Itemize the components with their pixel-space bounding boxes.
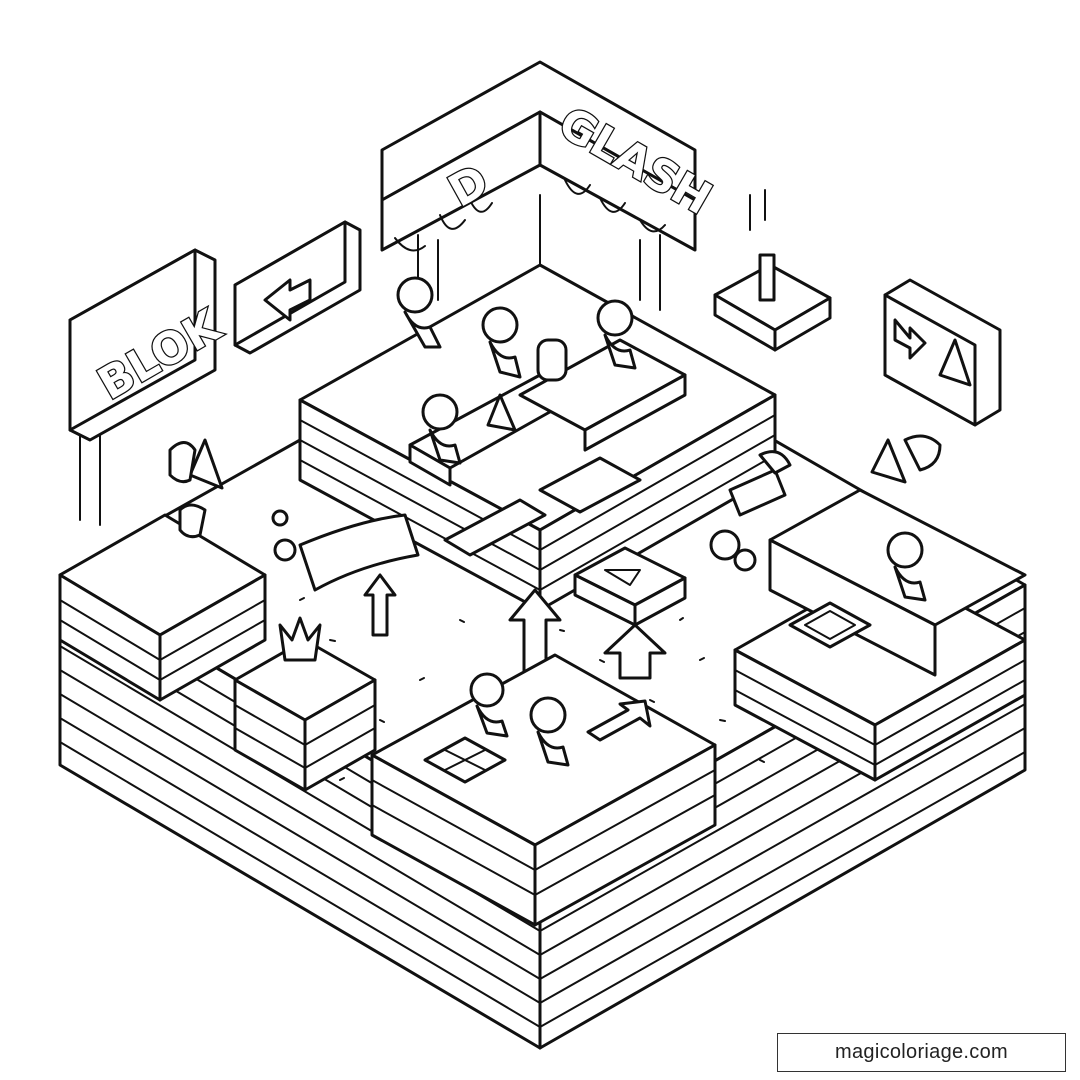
right-arrow-icon xyxy=(586,699,652,742)
arrow-tile xyxy=(573,546,687,627)
warning-triangle-icon xyxy=(870,438,907,484)
warning-triangle-icon xyxy=(188,438,224,490)
x-mark-icon xyxy=(423,736,507,784)
left-stack xyxy=(58,503,267,702)
crown-icon xyxy=(278,616,322,662)
character xyxy=(886,531,927,602)
character xyxy=(396,276,442,349)
slide-tube xyxy=(271,450,792,592)
character xyxy=(481,306,522,379)
character xyxy=(596,299,637,370)
blok-sign: BLOK xyxy=(68,248,232,442)
side-signs xyxy=(168,434,942,490)
left-arrow-icon xyxy=(263,278,312,322)
characters xyxy=(396,276,927,767)
up-arrow-icon xyxy=(363,573,397,637)
left-arrow-sign xyxy=(233,220,362,355)
character xyxy=(421,393,462,465)
top-sign: D GLASH xyxy=(380,60,721,252)
character xyxy=(536,338,568,382)
character xyxy=(469,672,509,738)
central-tower xyxy=(298,263,777,612)
character xyxy=(529,696,570,767)
right-arrow-icon xyxy=(893,318,927,360)
up-arrow-icon xyxy=(603,623,667,680)
watermark-credit: magicoloriage.com xyxy=(777,1033,1066,1072)
floor-arrows xyxy=(363,573,667,692)
crown-pedestal xyxy=(233,616,377,792)
warning-triangle-icon xyxy=(938,338,972,387)
warning-triangle-icon xyxy=(486,393,517,432)
square-target-icon xyxy=(788,601,872,649)
piston-block xyxy=(713,189,832,352)
character xyxy=(709,529,757,572)
right-arrow-sign xyxy=(883,278,1002,427)
